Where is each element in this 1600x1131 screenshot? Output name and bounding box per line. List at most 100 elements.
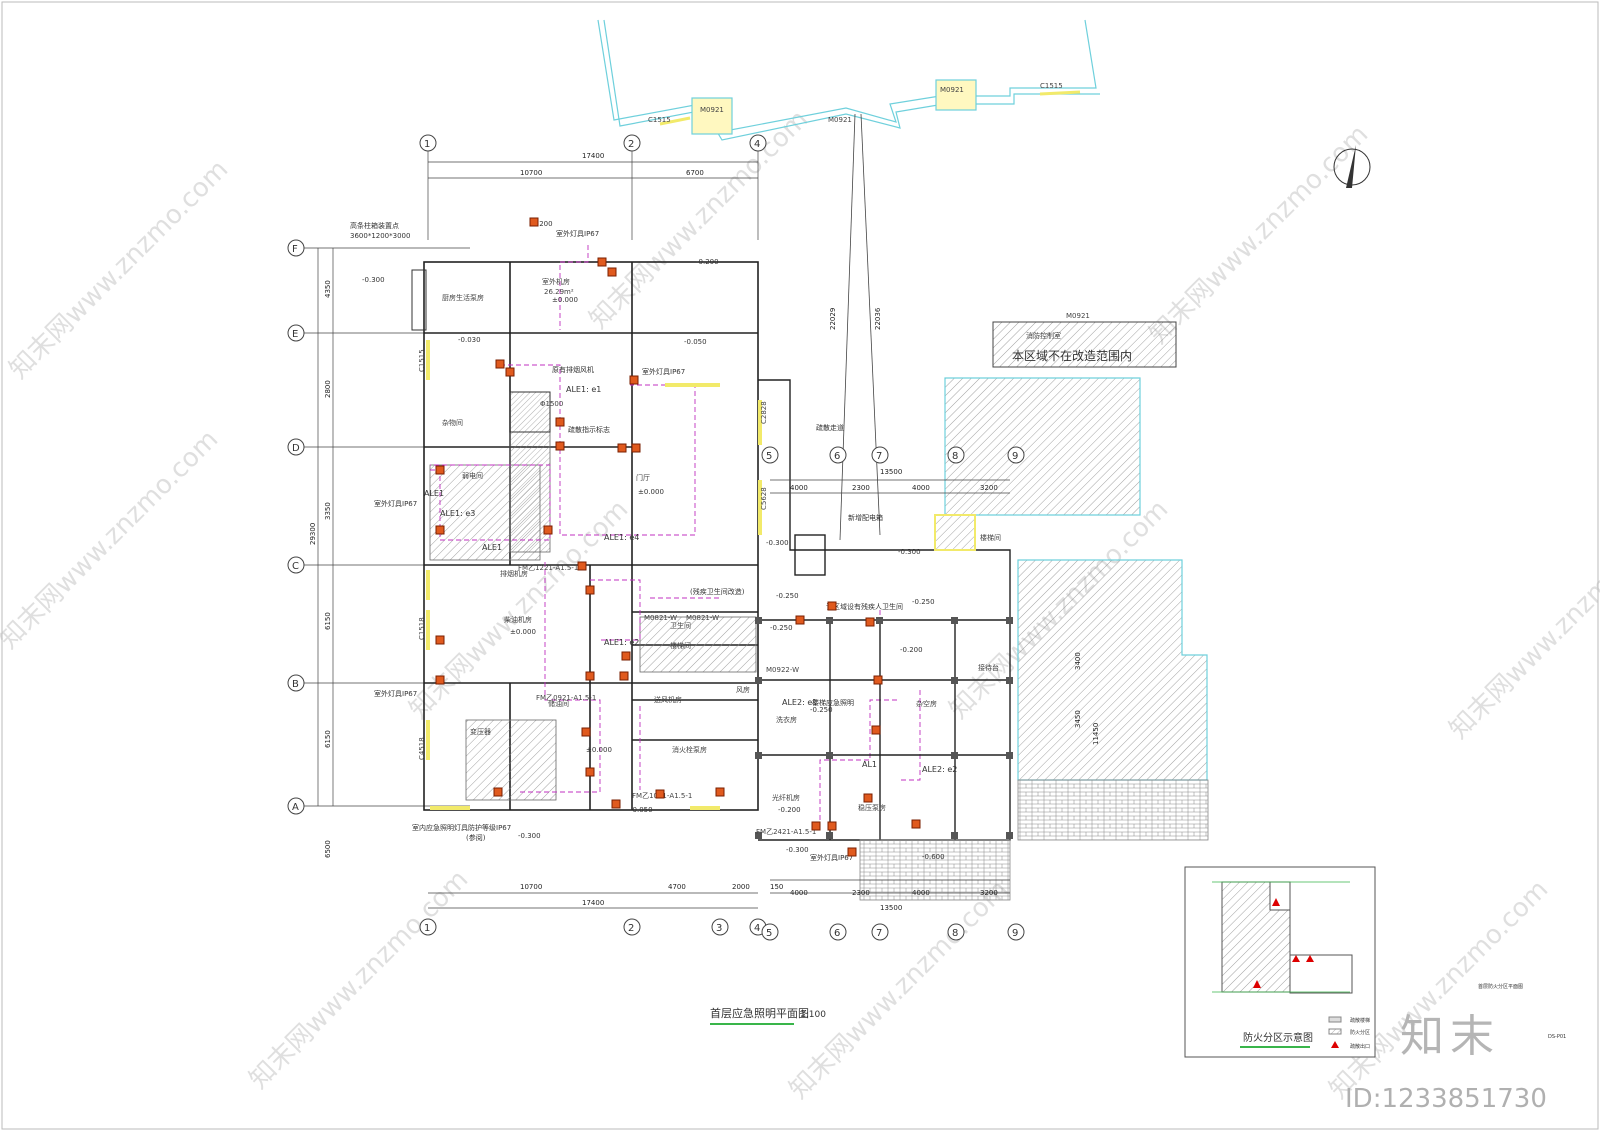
- elevation: -0.250: [770, 624, 793, 632]
- room-label: 送风机房: [654, 695, 682, 704]
- elevation: ±0.000: [638, 488, 664, 496]
- emergency-light-icon: [585, 671, 595, 681]
- north-arrow-icon: [1333, 145, 1371, 188]
- dim-top-b: 6700: [686, 169, 704, 177]
- dim-right-v: 11450: [1092, 723, 1100, 745]
- dim-left-total: 29300: [309, 523, 317, 545]
- emergency-light-icon: [715, 787, 725, 797]
- emergency-light-icon: [655, 789, 665, 799]
- elevation: ±0.000: [510, 628, 536, 636]
- dim-right: 4000: [790, 484, 808, 492]
- axis-label: 2: [628, 139, 634, 150]
- drawing-scale: 1:100: [800, 1010, 826, 1020]
- panel-tag: ALE1: e2: [604, 638, 639, 647]
- axis-label: B: [292, 679, 299, 690]
- axis-label: 5: [766, 451, 772, 462]
- axis-label: 6: [834, 928, 840, 939]
- emergency-light-icon: [827, 821, 837, 831]
- watermark-text: 知末网www.znzmo.com: [1444, 514, 1600, 745]
- room-label: 排烟机房: [500, 569, 528, 578]
- elevation: ±0.000: [586, 746, 612, 754]
- door-code: M0922-W: [766, 666, 799, 674]
- window-code: C1515: [418, 349, 426, 372]
- symbol-code: Φ1500: [540, 400, 563, 408]
- door-code: M0921: [828, 116, 852, 124]
- room-label: 厨房生活泵房: [442, 293, 484, 302]
- elevation: ±0.000: [552, 296, 578, 304]
- axis-label: 1: [424, 139, 430, 150]
- room-label: 接待台: [978, 663, 999, 672]
- dim-right-v: 3450: [1074, 710, 1082, 728]
- emergency-light-icon: [863, 793, 873, 803]
- elevation: -0.300: [518, 832, 541, 840]
- room-label: 光纤机房: [772, 793, 800, 802]
- watermark-logo: 知末: [1400, 1011, 1500, 1062]
- emergency-light-icon: [631, 443, 641, 453]
- watermark-id: ID:1233851730: [1345, 1084, 1547, 1114]
- door-code: M0921: [1066, 312, 1090, 320]
- elevation: -0.600: [922, 853, 945, 861]
- room-label: 柴油机房: [504, 615, 532, 624]
- panel-tag: ALE2: e1: [782, 698, 817, 707]
- window-code: C1518: [418, 617, 426, 640]
- panel-tag: ALE1: [482, 543, 502, 552]
- note: 新增配电箱: [848, 513, 883, 522]
- elevation: -0.200: [900, 646, 923, 654]
- emergency-light-icon: [827, 601, 837, 611]
- existing-annex-outline: [597, 19, 1100, 141]
- dim-right: 4000: [912, 484, 930, 492]
- axis-label: 7: [876, 451, 882, 462]
- room-label: 稳压泵房: [858, 803, 886, 812]
- window-code: C1515: [648, 116, 671, 124]
- dim-bottom-off: 150: [770, 883, 783, 891]
- out-of-scope-area: [859, 321, 1209, 901]
- axis-label: 4: [754, 139, 760, 150]
- emergency-light-icon: [435, 525, 445, 535]
- dim-left: 6500: [324, 840, 332, 858]
- elevation: -0.300: [898, 548, 921, 556]
- not-in-scope-label: 本区域不在改造范围内: [1012, 349, 1132, 363]
- emergency-light-icon: [435, 465, 445, 475]
- dim-bottom-a: 10700: [520, 883, 542, 891]
- watermark-text: 知末网www.znzmo.com: [4, 154, 235, 385]
- elevation: -0.200: [530, 220, 553, 228]
- axis-bubbles-top: [419, 134, 767, 152]
- elevation: -0.300: [362, 276, 385, 284]
- emergency-light-icon: [505, 367, 515, 377]
- axis-label: 9: [1012, 451, 1018, 462]
- emergency-light-icon: [607, 267, 617, 277]
- structural-columns: [755, 617, 1013, 839]
- dim-bottom-c: 2000: [732, 883, 750, 891]
- dim-bottom-b: 4700: [668, 883, 686, 891]
- room-label: 杂物间: [442, 418, 463, 427]
- door-code: M0921: [700, 106, 724, 114]
- drawing-title: 首层应急照明平面图: [710, 1006, 809, 1020]
- emergency-light-icon: [611, 799, 621, 809]
- legend-caption: 首层防火分区平面图: [1478, 983, 1523, 990]
- diag-dimension: 22029: [829, 308, 837, 330]
- room-label: 门厅: [636, 473, 650, 482]
- elevation: -0.200: [696, 258, 719, 266]
- room-label: 楼梯间: [980, 533, 1001, 542]
- room-label: 室外机房: [542, 277, 570, 286]
- dim-bottom-total: 17400: [582, 899, 604, 907]
- note: 室外灯具IP67: [556, 229, 599, 238]
- window-code: C1515: [1040, 82, 1063, 90]
- room-label: 弱电间: [462, 471, 483, 480]
- door-code: FM乙0921-A1.5-1: [536, 694, 596, 702]
- emergency-light-icon: [495, 359, 505, 369]
- emergency-light-icon: [911, 819, 921, 829]
- note: 楼梯应急照明: [812, 698, 854, 707]
- panel-tag: AL1: [862, 760, 877, 769]
- axis-label: 8: [952, 928, 958, 939]
- dim-right: 3200: [980, 484, 998, 492]
- note: 室内应急照明灯具防护等级IP67: [412, 823, 511, 832]
- dim-bottom-r: 4000: [790, 889, 808, 897]
- panel-tag: ALE2: e2: [922, 765, 957, 774]
- door-code: FM乙1221-A1.5-1: [518, 564, 578, 572]
- note: (参阅): [466, 833, 486, 842]
- emergency-light-icon: [617, 443, 627, 453]
- elevation: -0.050: [684, 338, 707, 346]
- room-label: 风房: [736, 685, 750, 694]
- axis-label: F: [292, 244, 298, 255]
